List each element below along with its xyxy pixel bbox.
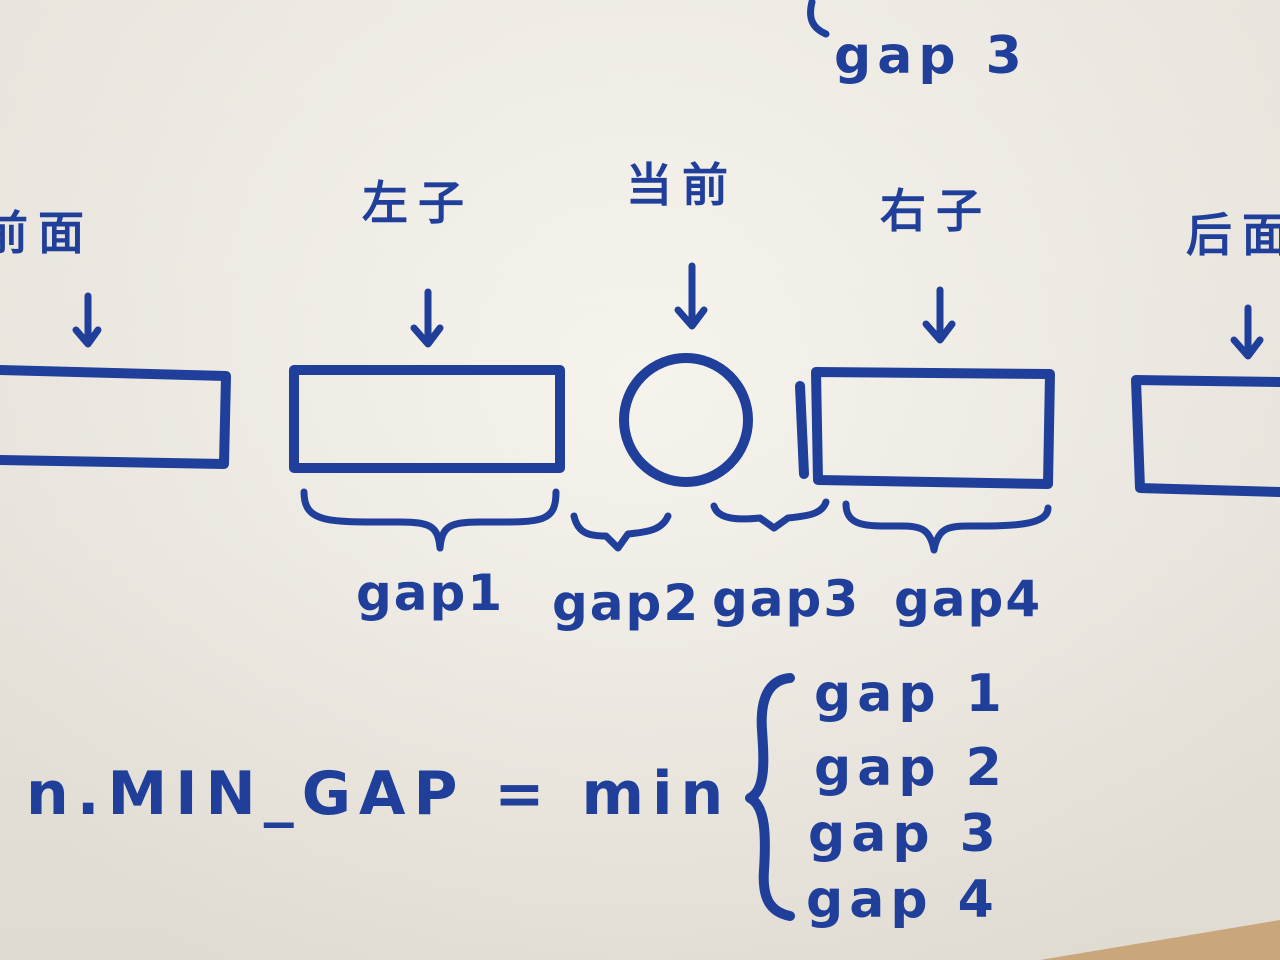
circle-current [619,353,753,487]
box-next [1131,375,1280,497]
box-right-child [811,367,1055,489]
arrow-prev [72,292,102,348]
brace-gap2 [570,512,672,552]
label-right-child: 右子 [880,184,992,238]
arrow-next [1230,304,1264,360]
formula-option-2: gap 2 [814,738,1008,798]
box-left-child [289,365,565,473]
gap-label-2: gap2 [552,574,701,632]
box-prev [0,365,231,469]
arrow-current [674,262,708,330]
brace-gap4 [842,500,1052,554]
top-partial-brace [807,0,830,38]
box-right-child-left-edge [795,381,809,479]
top-partial-gap-label: gap 3 [834,26,1028,86]
formula-option-3: gap 3 [808,804,1002,864]
gap-label-3: gap3 [712,570,861,628]
label-current: 当前 [626,158,738,212]
gap-label-4: gap4 [894,570,1043,628]
brace-gap1 [300,488,560,552]
arrow-left-child [410,288,444,348]
label-left-child: 左子 [362,176,474,230]
formula-option-1: gap 1 [814,664,1008,724]
formula-option-4: gap 4 [806,870,1000,930]
formula-lhs: n.MIN_GAP = min [26,759,732,829]
label-next: 后面 [1186,208,1280,262]
brace-gap3 [710,498,830,532]
formula-brace [745,673,795,921]
label-prev: 前面 [0,206,94,260]
arrow-right-child [922,286,956,344]
gap-label-1: gap1 [356,564,505,622]
